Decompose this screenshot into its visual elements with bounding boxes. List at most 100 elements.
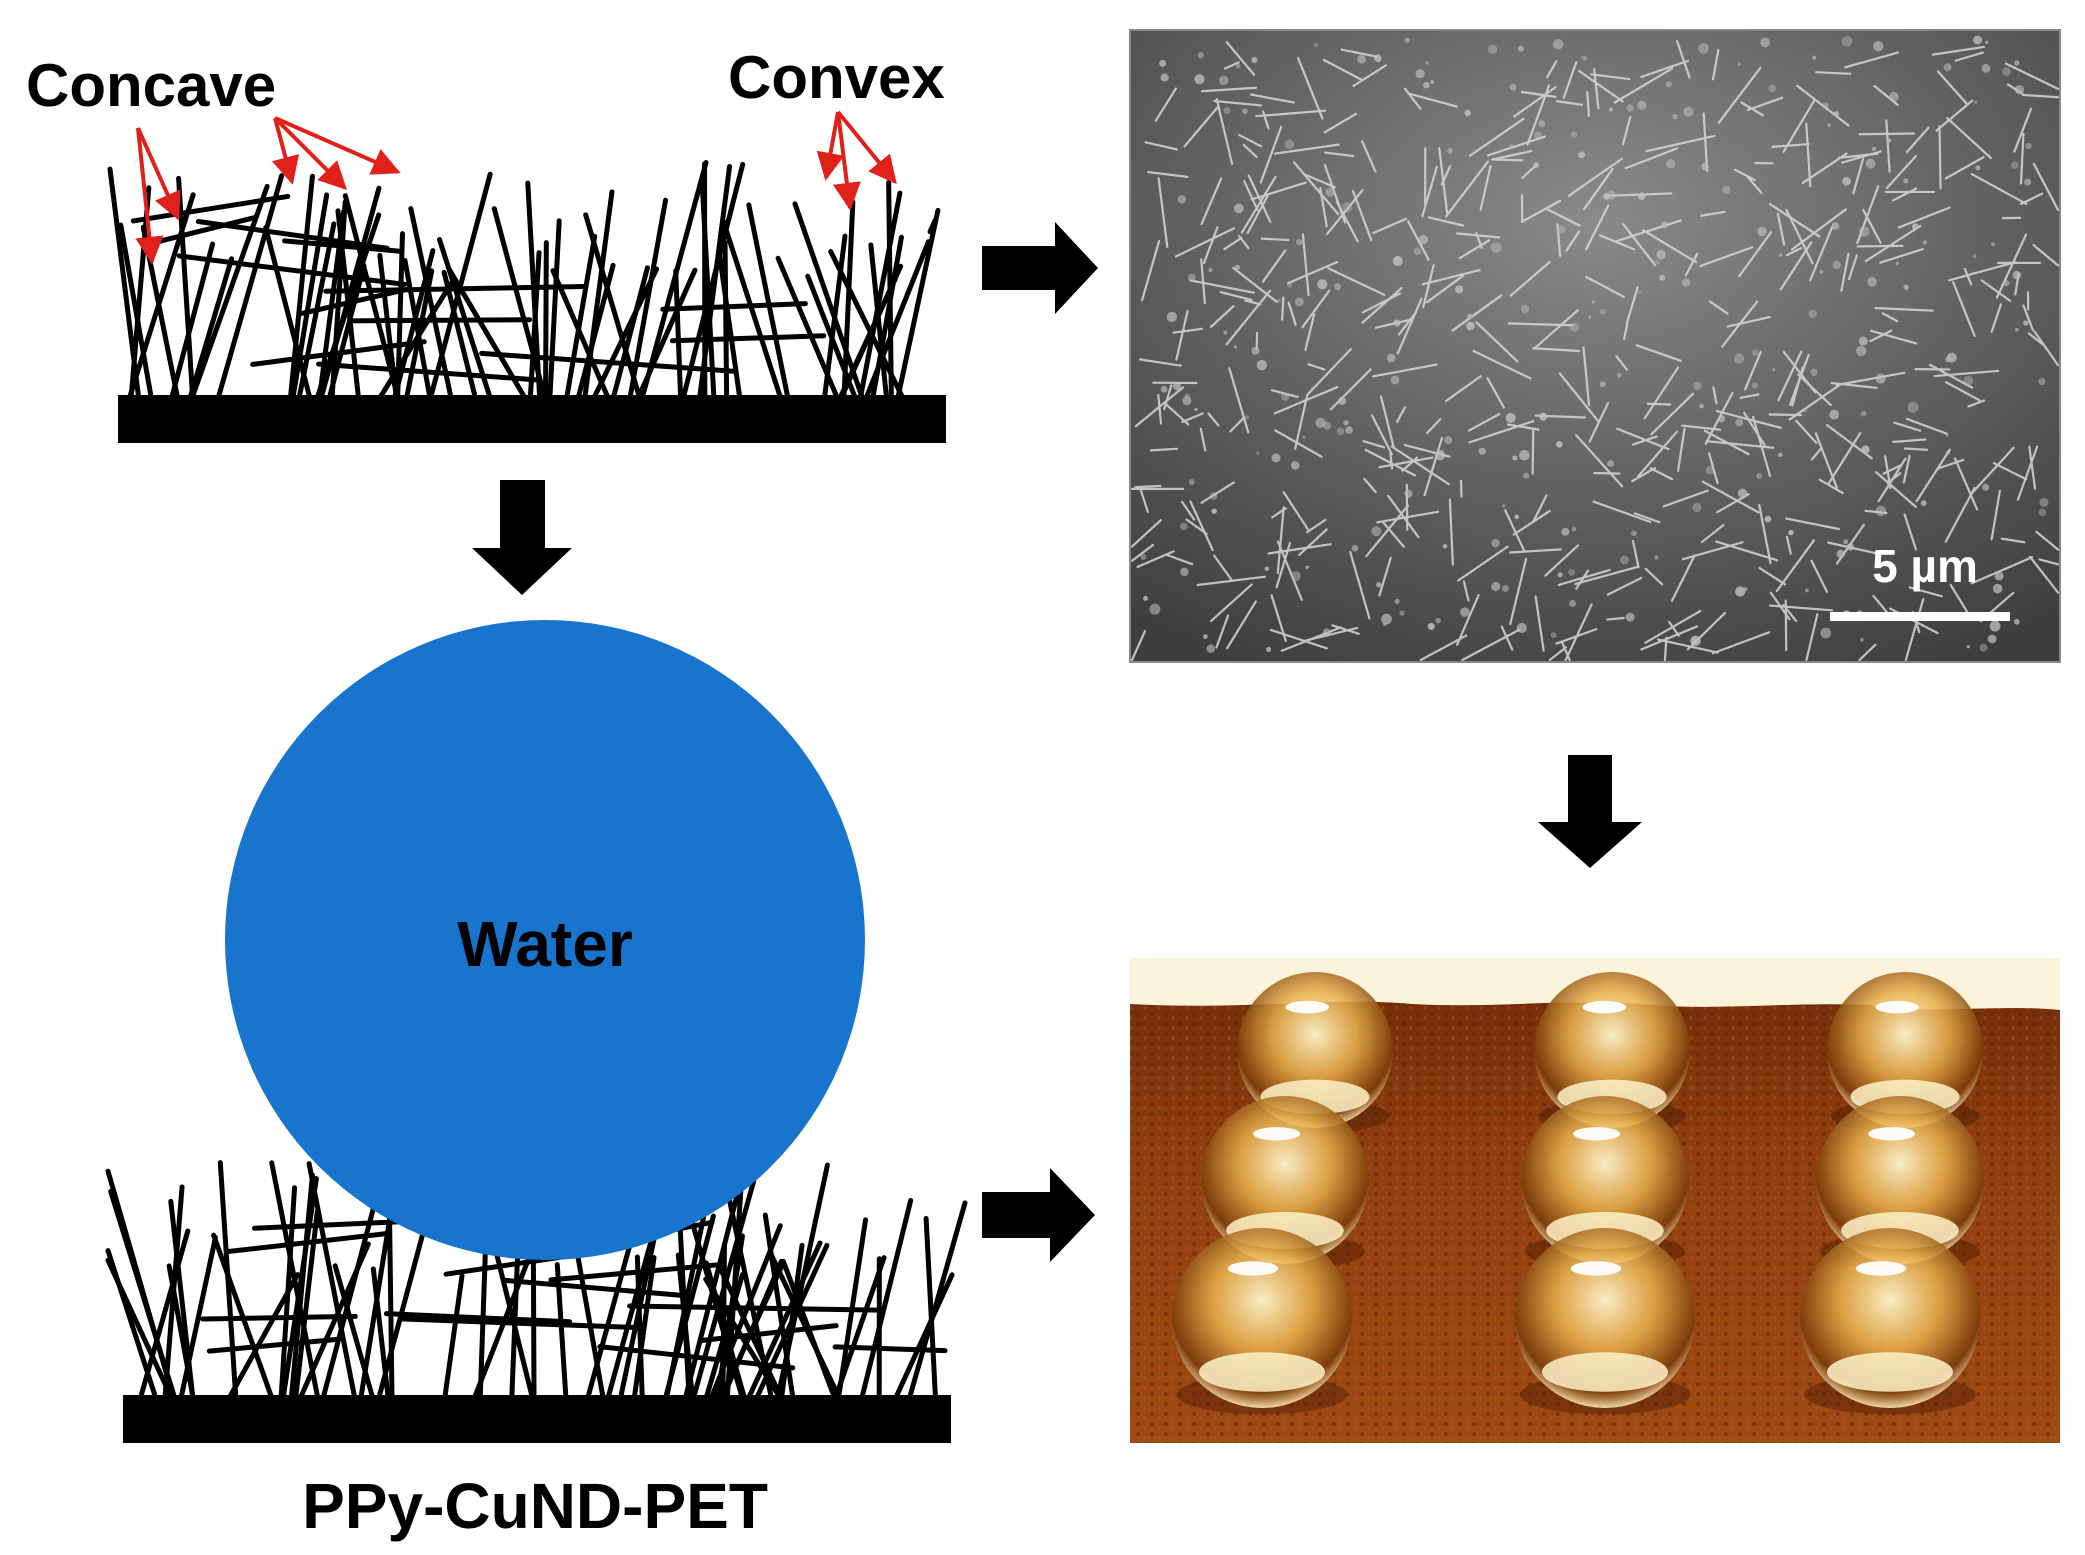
sem-fiber [1370, 414, 1393, 456]
sem-particle [1858, 336, 1868, 346]
sem-fiber [1995, 233, 2028, 299]
sem-fiber [1598, 234, 1636, 251]
sem-particle [1242, 108, 1248, 115]
sem-particle [1209, 492, 1218, 500]
sem-particle [1865, 158, 1876, 169]
sem-fiber [1486, 377, 1505, 409]
sem-particle [1757, 226, 1767, 237]
sem-fiber [1662, 489, 1709, 508]
sem-particle [1655, 259, 1660, 265]
sem-particle [1973, 35, 1983, 45]
sem-fiber [1361, 292, 1402, 314]
sem-fiber [1555, 628, 1598, 645]
sem-particle [1975, 165, 1981, 171]
sem-fiber [2027, 332, 2045, 347]
sem-particle [1533, 161, 1540, 169]
sem-particle [1194, 74, 1205, 85]
sem-fiber [1562, 61, 1578, 99]
sem-particle [1788, 529, 1794, 536]
sem-fiber [1557, 568, 1611, 587]
material-label: PPy-CuND-PET [302, 1470, 768, 1542]
nanofiber [703, 1260, 747, 1399]
nanofiber [841, 199, 856, 399]
sem-fiber [1676, 427, 1686, 473]
sem-fiber [1250, 181, 1307, 201]
sem-particle [2038, 378, 2046, 386]
sem-fiber [1902, 454, 1911, 484]
sem-fiber [1856, 244, 1904, 248]
sem-particle [1599, 308, 1606, 315]
sem-fiber [1818, 478, 1844, 495]
sem-fiber [1387, 494, 1420, 539]
sem-particle [1922, 240, 1928, 245]
sem-fiber [1335, 200, 1359, 243]
sem-fiber [1776, 212, 1786, 246]
sem-fiber [1782, 603, 1798, 622]
sem-particle [1912, 223, 1919, 230]
sem-fiber [1274, 429, 1323, 458]
sem-particle [1855, 345, 1867, 357]
sem-fiber [1721, 300, 1759, 348]
sem-particle [1404, 489, 1413, 498]
sem-particle [1488, 44, 1498, 54]
sem-fiber [1323, 151, 1355, 158]
sem-particle [1203, 634, 1208, 639]
sem-fiber [1546, 59, 1558, 79]
sem-fiber [2004, 62, 2060, 91]
sem-fiber [1827, 432, 1862, 485]
sem-particle [1569, 322, 1580, 333]
sem-fiber [1640, 625, 1699, 651]
sem-fiber [1635, 344, 1682, 362]
sem-fiber [1243, 180, 1259, 212]
sem-fiber [1136, 550, 1175, 568]
sem-fiber [1700, 210, 1726, 217]
nanofiber [828, 248, 905, 399]
sem-particle [1434, 449, 1446, 461]
sem-fiber [1372, 363, 1438, 378]
sem-particle [1534, 131, 1542, 139]
sem-particle [1637, 192, 1646, 200]
sem-particle [1357, 54, 1366, 64]
sem-particle [1768, 84, 1776, 93]
sem-fiber [1500, 625, 1514, 651]
sem-fiber [1378, 556, 1392, 597]
nanofiber [673, 268, 684, 399]
nanofiber [479, 350, 738, 374]
sem-fiber [1944, 486, 1976, 543]
sem-fiber [1565, 230, 1581, 252]
sem-particle [1945, 450, 1951, 455]
sem-fiber [2000, 537, 2026, 544]
sem-particle [1890, 567, 1896, 574]
nanofiber [251, 1218, 423, 1231]
sem-fiber [1739, 393, 1760, 399]
sem-particle [1234, 264, 1241, 270]
sem-fiber [1183, 105, 1220, 148]
sem-fiber [1837, 152, 1879, 159]
sem-particle [1251, 346, 1260, 355]
nanofiber [176, 253, 408, 287]
sem-particle [2013, 618, 2020, 625]
sem-fiber [1202, 226, 1219, 265]
bottom-schematic: Water [105, 620, 968, 1443]
sem-particle [1490, 242, 1502, 254]
sem-particle [1620, 555, 1630, 565]
sem-fiber [1577, 69, 1624, 103]
sem-fiber [1215, 98, 1234, 165]
nanofiber [699, 181, 717, 399]
sem-fiber [1426, 418, 1442, 435]
sem-fiber [1507, 322, 1574, 327]
sem-fiber [1593, 471, 1621, 475]
sem-fiber [1165, 403, 1190, 426]
sem-fiber [1606, 576, 1643, 596]
sem-particle [1871, 146, 1877, 152]
sem-fiber [1711, 631, 1771, 655]
sem-fiber [1650, 392, 1695, 436]
nanofiber [200, 1313, 358, 1322]
sem-fiber [2033, 330, 2060, 367]
sem-fiber [1269, 628, 1328, 650]
nanofiber [895, 207, 941, 399]
sem-fiber [1615, 355, 1629, 371]
nanofiber-network-top [107, 160, 941, 399]
sem-fiber [1280, 626, 1342, 652]
sem-fiber [1585, 275, 1625, 298]
